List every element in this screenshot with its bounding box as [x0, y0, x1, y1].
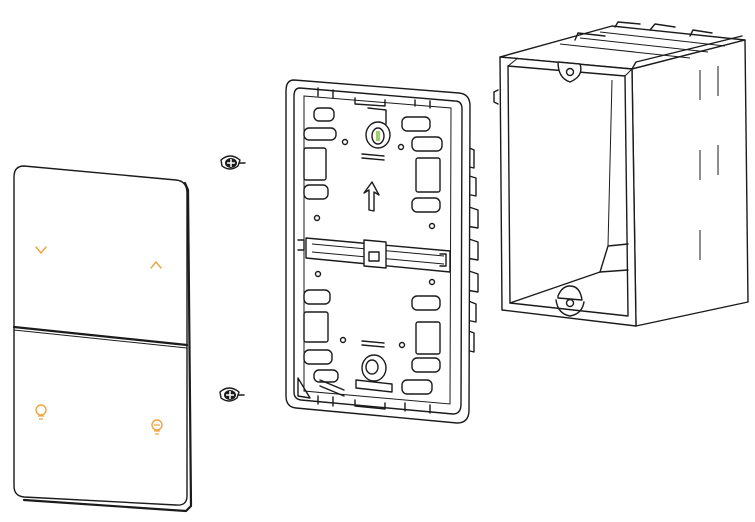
chevron-down-icon: [35, 246, 47, 255]
plate-slots: [303, 107, 443, 395]
electrical-wall-box: [493, 21, 749, 327]
mounting-screw-top: [220, 155, 246, 170]
keyhole-top: [361, 107, 391, 161]
chevron-up-icon: [150, 260, 162, 269]
mounting-plate: [285, 79, 479, 424]
up-arrow-icon: [363, 181, 380, 212]
plate-center-bar: [297, 237, 451, 273]
plate-holes: [313, 138, 436, 349]
switch-faceplate: [12, 165, 193, 513]
mounting-screw-bottom: [219, 387, 245, 402]
bulb-off-icon: [151, 419, 163, 435]
keyhole-bottom: [355, 340, 393, 393]
bulb-on-icon: [35, 404, 47, 420]
